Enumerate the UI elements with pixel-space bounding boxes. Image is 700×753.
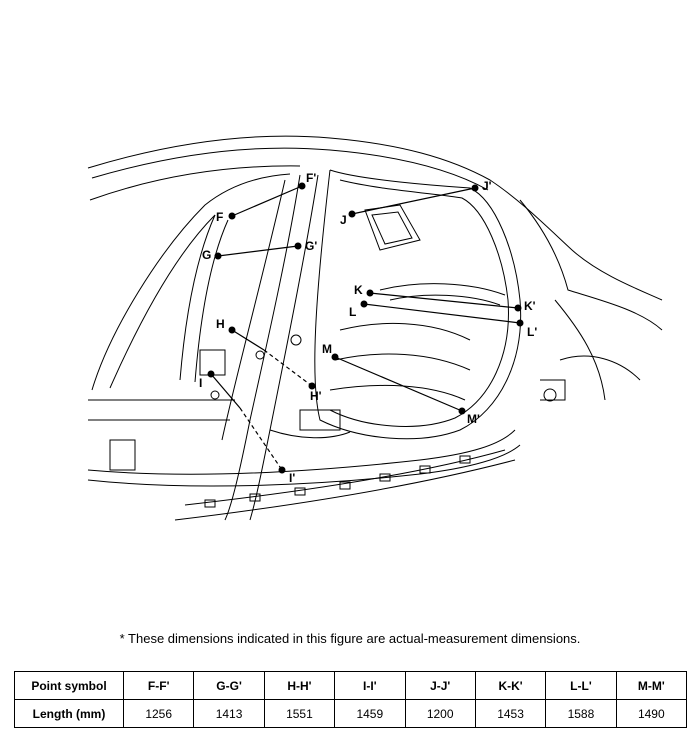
line-G-G — [217, 245, 299, 257]
label-H: H — [216, 317, 225, 331]
point-M — [331, 353, 339, 361]
line-J-J — [351, 187, 476, 215]
table-row-symbols: Point symbol F-F' G-G' H-H' I-I' J-J' K-… — [14, 671, 688, 700]
symbol-cell: L-L' — [545, 671, 617, 700]
symbol-cell: H-H' — [263, 671, 336, 700]
measurement-lines — [210, 185, 521, 471]
table-row-lengths: Length (mm) 1256 1413 1551 1459 1200 145… — [14, 699, 688, 728]
line-L-L — [363, 303, 521, 324]
length-cell: 1200 — [404, 699, 476, 728]
point-F — [228, 212, 236, 220]
label-J: J — [340, 213, 347, 227]
line-K-K — [369, 292, 519, 309]
length-cell: 1453 — [474, 699, 547, 728]
point-K — [366, 289, 374, 297]
point-J-prime — [471, 184, 479, 192]
length-cell: 1256 — [122, 699, 195, 728]
point-L-prime — [516, 319, 524, 327]
label-H-prime: H' — [310, 389, 322, 403]
line-F-F — [231, 185, 303, 217]
point-M-prime — [458, 407, 466, 415]
body-side-diagram: F F' G G' H H' I I' J J' K K' L L' M M' — [87, 135, 663, 521]
point-K-prime — [514, 304, 522, 312]
label-I-prime: I' — [289, 471, 295, 485]
point-L — [360, 300, 368, 308]
label-M-prime: M' — [467, 412, 480, 426]
line-H-H-solid — [231, 329, 265, 351]
length-cell: 1459 — [334, 699, 406, 728]
row-header-point-symbol: Point symbol — [14, 671, 124, 700]
line-I-I-solid — [210, 373, 241, 409]
label-M: M — [322, 342, 332, 356]
line-I-I-dashed — [239, 407, 283, 471]
label-I: I — [199, 376, 202, 390]
length-cell: 1490 — [615, 699, 688, 728]
label-L: L — [349, 305, 356, 319]
measurement-note: * These dimensions indicated in this fig… — [119, 631, 581, 646]
symbol-cell: G-G' — [193, 671, 265, 700]
row-header-length: Length (mm) — [14, 699, 124, 728]
label-G: G — [202, 248, 211, 262]
symbol-cell: F-F' — [122, 671, 195, 700]
point-labels: F F' G G' H H' I I' J J' K K' L L' M M' — [199, 171, 537, 485]
point-G — [214, 252, 222, 260]
point-G-prime — [294, 242, 302, 250]
point-H — [228, 326, 236, 334]
length-cell: 1413 — [193, 699, 265, 728]
label-F-prime: F' — [306, 171, 316, 185]
label-L-prime: L' — [527, 325, 537, 339]
point-I-prime — [278, 466, 286, 474]
point-I — [207, 370, 215, 378]
point-J — [348, 210, 356, 218]
length-cell: 1588 — [545, 699, 617, 728]
label-J-prime: J' — [482, 179, 492, 193]
label-K: K — [354, 283, 363, 297]
symbol-cell: M-M' — [615, 671, 688, 700]
body-side-outline — [87, 135, 663, 521]
label-G-prime: G' — [305, 239, 317, 253]
symbol-cell: J-J' — [404, 671, 476, 700]
measurement-points — [207, 182, 524, 474]
label-K-prime: K' — [524, 299, 536, 313]
label-F: F — [216, 210, 223, 224]
point-F-prime — [298, 182, 306, 190]
symbol-cell: K-K' — [474, 671, 547, 700]
dimension-table: Point symbol F-F' G-G' H-H' I-I' J-J' K-… — [14, 671, 688, 728]
line-M-M — [334, 356, 463, 412]
point-H-prime — [308, 382, 316, 390]
symbol-cell: I-I' — [334, 671, 406, 700]
length-cell: 1551 — [263, 699, 336, 728]
line-H-H-dashed — [263, 349, 313, 387]
